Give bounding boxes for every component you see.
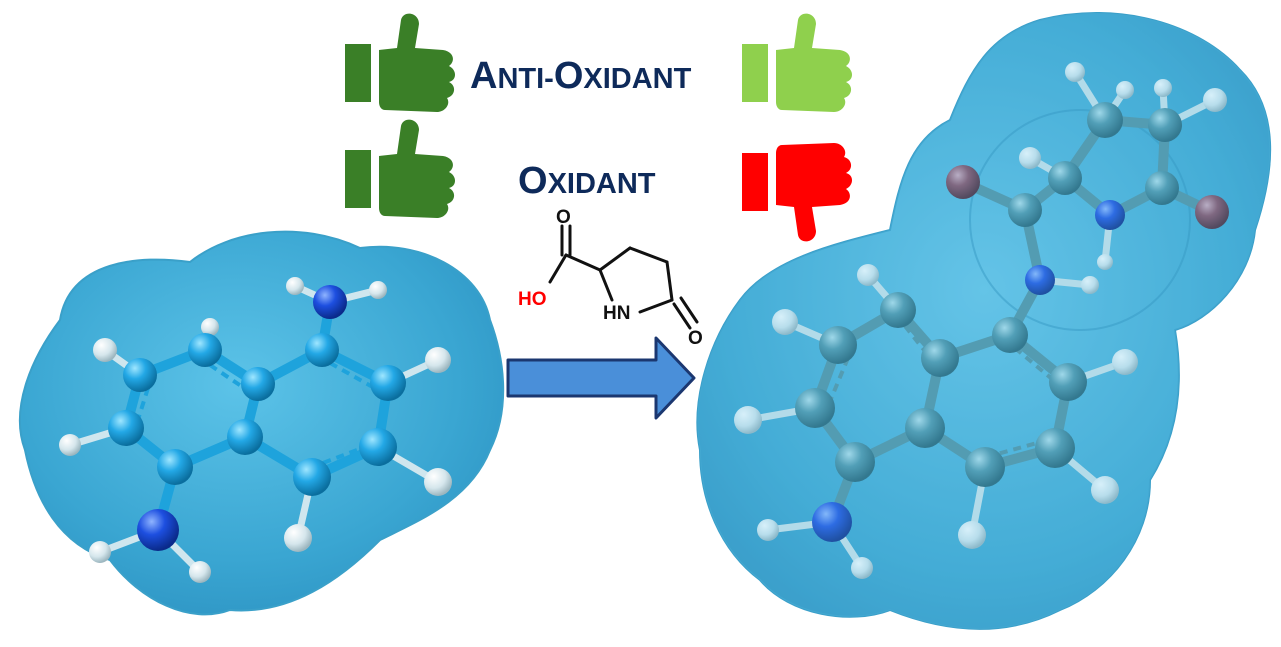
carbon-atom <box>227 419 263 455</box>
carbon-atom <box>370 365 406 401</box>
hydrogen-atom <box>89 541 111 563</box>
carbon-atom <box>188 333 222 367</box>
hydrogen-atom <box>59 434 81 456</box>
antioxidant-label: ANTI-OXIDANT <box>470 55 692 97</box>
hydrogen-atom <box>286 277 304 295</box>
carbon-atom <box>157 449 193 485</box>
carbon-atom <box>1148 108 1182 142</box>
nitrogen-atom <box>812 502 852 542</box>
hydrogen-atom <box>1203 88 1227 112</box>
hydrogen-atom <box>369 281 387 299</box>
hydrogen-atom <box>189 561 211 583</box>
carbon-atom <box>1008 193 1042 227</box>
hydrogen-atom <box>1112 349 1138 375</box>
carbon-atom <box>965 447 1005 487</box>
right-molecule <box>696 12 1272 630</box>
reagent-carbonyl-oxygen: O <box>556 207 571 228</box>
hydrogen-atom <box>757 519 779 541</box>
carbon-atom <box>108 410 144 446</box>
hydrogen-atom <box>1154 79 1172 97</box>
reagent-amine: HN <box>603 303 630 324</box>
hydrogen-atom <box>1116 81 1134 99</box>
carbon-atom <box>921 339 959 377</box>
carbon-atom <box>123 358 157 392</box>
hydrogen-atom <box>1097 254 1113 270</box>
right-atoms <box>734 62 1229 579</box>
thumbs-up-icon <box>345 13 455 112</box>
thumbs-down-icon <box>742 143 852 242</box>
hydrogen-atom <box>1019 147 1041 169</box>
thumbs-up-icon <box>345 119 455 218</box>
nitrogen-atom <box>1025 265 1055 295</box>
hydrogen-atom <box>1081 276 1099 294</box>
reagent-structure <box>548 224 699 330</box>
hydrogen-atom <box>851 557 873 579</box>
hydrogen-atom <box>734 406 762 434</box>
carbon-atom <box>241 367 275 401</box>
oxygen-atom <box>1195 195 1229 229</box>
hydrogen-atom <box>201 318 219 336</box>
hydrogen-atom <box>958 521 986 549</box>
reaction-arrow-icon <box>506 336 696 420</box>
carbon-atom <box>305 333 339 367</box>
hydrogen-atom <box>284 524 312 552</box>
carbon-atom <box>1049 363 1087 401</box>
hydrogen-atom <box>1065 62 1085 82</box>
nitrogen-atom <box>1095 200 1125 230</box>
hydrogen-atom <box>425 347 451 373</box>
hydrogen-atom <box>857 264 879 286</box>
left-atoms <box>59 277 452 583</box>
hydrogen-atom <box>93 338 117 362</box>
carbon-atom <box>795 388 835 428</box>
hydrogen-atom <box>424 468 452 496</box>
carbon-atom <box>1087 102 1123 138</box>
thumbs-up-icon <box>742 13 852 112</box>
carbon-atom <box>1048 161 1082 195</box>
carbon-atom <box>293 458 331 496</box>
reagent-hydroxyl: HO <box>518 289 547 310</box>
reagent-ketone-oxygen: O <box>688 328 703 349</box>
hydrogen-atom <box>1091 476 1119 504</box>
nitrogen-atom <box>137 509 179 551</box>
oxygen-atom <box>946 165 980 199</box>
hydrogen-atom <box>772 309 798 335</box>
oxidant-label: OXIDANT <box>518 160 656 202</box>
carbon-atom <box>1145 171 1179 205</box>
left-molecule <box>18 230 505 616</box>
nitrogen-atom <box>313 285 347 319</box>
carbon-atom <box>819 326 857 364</box>
carbon-atom <box>359 428 397 466</box>
carbon-atom <box>835 442 875 482</box>
carbon-atom <box>905 408 945 448</box>
carbon-atom <box>880 292 916 328</box>
carbon-atom <box>992 317 1028 353</box>
carbon-atom <box>1035 428 1075 468</box>
